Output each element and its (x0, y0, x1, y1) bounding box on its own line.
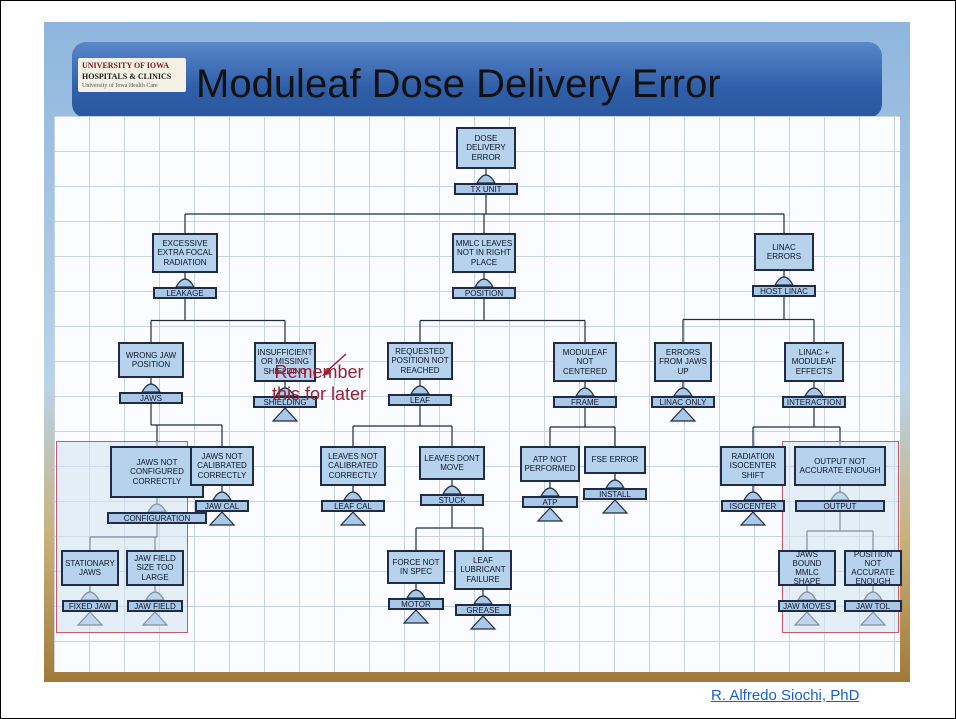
event-node: ERRORS FROM JAWS UP (654, 342, 712, 382)
gate-symbol (473, 278, 495, 288)
transfer-symbol (271, 407, 299, 422)
gate-symbol (211, 491, 233, 501)
gate-symbol (342, 491, 364, 501)
gate-symbol (140, 383, 162, 393)
event-node: LEAVES NOT CALIBRATED CORRECTLY (320, 446, 386, 486)
gate-label: OUTPUT (795, 500, 885, 512)
callout-arrow (325, 353, 347, 373)
event-node: ATP NOT PERFORMED (520, 446, 580, 482)
gate-label: TX UNIT (454, 183, 518, 195)
callout-line-2: this for later (272, 383, 367, 404)
gate-label: CONFIGURATION (107, 512, 207, 524)
gate-symbol (441, 485, 463, 495)
gate-symbol (274, 387, 296, 397)
gate-symbol (742, 491, 764, 501)
transfer-symbol (601, 499, 629, 514)
gate-label: HOST LINAC (752, 285, 816, 297)
event-node: LINAC ERRORS (754, 233, 814, 271)
event-node: MODULEAF NOT CENTERED (553, 342, 617, 382)
gate-label: SHIELDING (253, 396, 317, 408)
gate-label: JAW CAL (195, 500, 249, 512)
gate-symbol (405, 589, 427, 599)
transfer-symbol (339, 511, 367, 526)
gate-symbol (672, 387, 694, 397)
event-node: RADIATION ISOCENTER SHIFT (720, 446, 786, 486)
gate-symbol (174, 278, 196, 288)
fault-tree-diagram: DOSE DELIVERY ERROR TX UNIT EXCESSIVE EXTR… (54, 116, 902, 672)
event-node: INSUFFICIENT OR MISSING SHIELDING (254, 342, 316, 382)
logo-line-3: University of Iowa Health Care (82, 83, 158, 89)
callout-arrowhead (322, 368, 330, 376)
gate-label: GREASE (455, 604, 511, 616)
gate-label: POSITION (452, 287, 516, 299)
event-node: LEAVES DONT MOVE (419, 446, 485, 480)
gate-label: ISOCENTER (721, 500, 785, 512)
callout-line-1: Remember (274, 362, 364, 382)
event-node: FSE ERROR (584, 446, 646, 474)
gate-label: JAW TOL (844, 600, 902, 612)
gate-label: INSTALL (583, 488, 647, 500)
gate-label: FIXED JAW (62, 600, 118, 612)
gate-label: LEAF (388, 394, 452, 406)
gate-symbol (574, 387, 596, 397)
event-node: JAWS NOT CALIBRATED CORRECTLY (190, 446, 254, 486)
slide: UNIVERSITY OF IOWA HOSPITALS & CLINICS U… (44, 22, 910, 682)
event-node: OUTPUT NOT ACCURATE ENOUGH (794, 446, 886, 486)
gate-symbol (472, 595, 494, 605)
gate-label: LINAC ONLY (651, 396, 715, 408)
transfer-symbol (402, 609, 430, 624)
connector-lines (76, 169, 887, 630)
gate-symbol (409, 385, 431, 395)
transfer-symbol (739, 511, 767, 526)
event-node: WRONG JAW POSITION (118, 342, 184, 378)
event-node: MMLC LEAVES NOT IN RIGHT PLACE (452, 233, 516, 273)
gate-symbol (773, 276, 795, 286)
logo-line-1: UNIVERSITY OF IOWA (82, 61, 169, 70)
gate-symbol (475, 174, 497, 184)
gate-label: FRAME (553, 396, 617, 408)
slide-title: Moduleaf Dose Delivery Error (196, 62, 721, 106)
author-link[interactable]: R. Alfredo Siochi, PhD (711, 687, 860, 704)
event-node: FORCE NOT IN SPEC (387, 550, 445, 584)
event-node: EXCESSIVE EXTRA FOCAL RADIATION (152, 233, 218, 273)
event-node: JAWS BOUND MMLC SHAPE (778, 550, 836, 586)
callout-note: Remember this for later (272, 362, 366, 405)
event-node: JAW FIELD SIZE TOO LARGE (126, 550, 184, 586)
gate-label: JAWS (119, 392, 183, 404)
transfer-symbol (669, 407, 697, 422)
gate-symbol (539, 487, 561, 497)
event-node: LEAF LUBRICANT FAILURE (454, 550, 512, 590)
university-logo: UNIVERSITY OF IOWA HOSPITALS & CLINICS U… (78, 58, 186, 92)
event-node: DOSE DELIVERY ERROR (456, 127, 516, 169)
gate-label: MOTOR (388, 598, 444, 610)
gate-symbol (604, 479, 626, 489)
event-node: REQUESTED POSITION NOT REACHED (387, 342, 453, 380)
transfer-symbol (208, 511, 236, 526)
gate-label: INTERACTION (782, 396, 846, 408)
gate-label: LEAKAGE (153, 287, 217, 299)
transfer-symbol (469, 615, 497, 630)
event-node: LINAC + MODULEAF EFFECTS (784, 342, 844, 382)
gate-label: LEAF CAL (321, 500, 385, 512)
gate-label: JAW MOVES (778, 600, 836, 612)
event-node: STATIONARY JAWS (61, 550, 119, 586)
event-node: JAWS NOT CONFIGURED CORRECTLY (110, 446, 204, 498)
logo-line-2: HOSPITALS & CLINICS (82, 72, 172, 81)
gate-symbol (803, 387, 825, 397)
gate-label: ATP (522, 496, 578, 508)
title-banner: UNIVERSITY OF IOWA HOSPITALS & CLINICS U… (72, 42, 882, 118)
gate-label: JAW FIELD (127, 600, 183, 612)
event-node: POSITION NOT ACCURATE ENOUGH (844, 550, 902, 586)
gate-label: STUCK (420, 494, 484, 506)
transfer-symbol (536, 507, 564, 522)
